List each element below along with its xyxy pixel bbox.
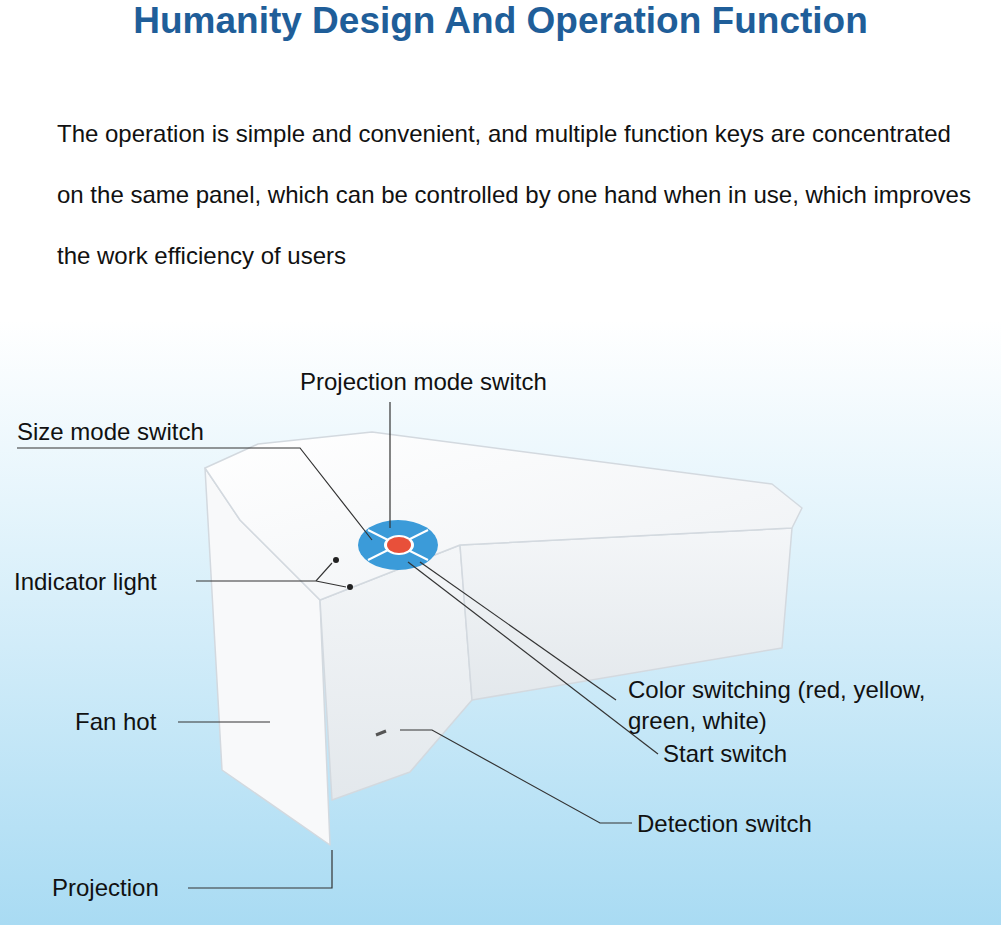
leader-line: [408, 562, 658, 754]
background-gradient: [0, 320, 1001, 925]
part-label: Fan hot: [75, 706, 156, 737]
device-body: [205, 432, 802, 845]
part-label: Color switching (red, yellow, green, whi…: [628, 674, 996, 736]
center-rim: [384, 535, 414, 555]
leader-line: [188, 850, 332, 888]
top-face: [205, 432, 802, 600]
arm-front-face: [460, 528, 792, 700]
intro-paragraph: The operation is simple and convenient, …: [57, 103, 977, 286]
part-label: Projection: [52, 872, 159, 903]
button-cluster: [358, 520, 438, 570]
indicator-dot: [333, 557, 339, 563]
part-label: Start switch: [663, 738, 787, 769]
detection-slot: [376, 731, 386, 735]
leader-line: [420, 562, 616, 700]
leader-lines: [17, 402, 658, 888]
ring-divider: [368, 530, 428, 560]
ring-divider: [368, 530, 428, 560]
leader-line: [178, 721, 270, 722]
direction-ring: [358, 520, 438, 570]
leader-line: [196, 563, 346, 587]
indicator-dot: [347, 584, 353, 590]
part-label: Indicator light: [14, 566, 157, 597]
page-title: Humanity Design And Operation Function: [133, 0, 868, 42]
part-label: Projection mode switch: [300, 366, 547, 397]
leader-line: [389, 402, 390, 528]
leader-line: [400, 730, 632, 823]
part-label: Detection switch: [637, 808, 812, 839]
leader-line: [17, 448, 372, 540]
part-label: Size mode switch: [17, 416, 204, 447]
start-button: [387, 537, 411, 553]
